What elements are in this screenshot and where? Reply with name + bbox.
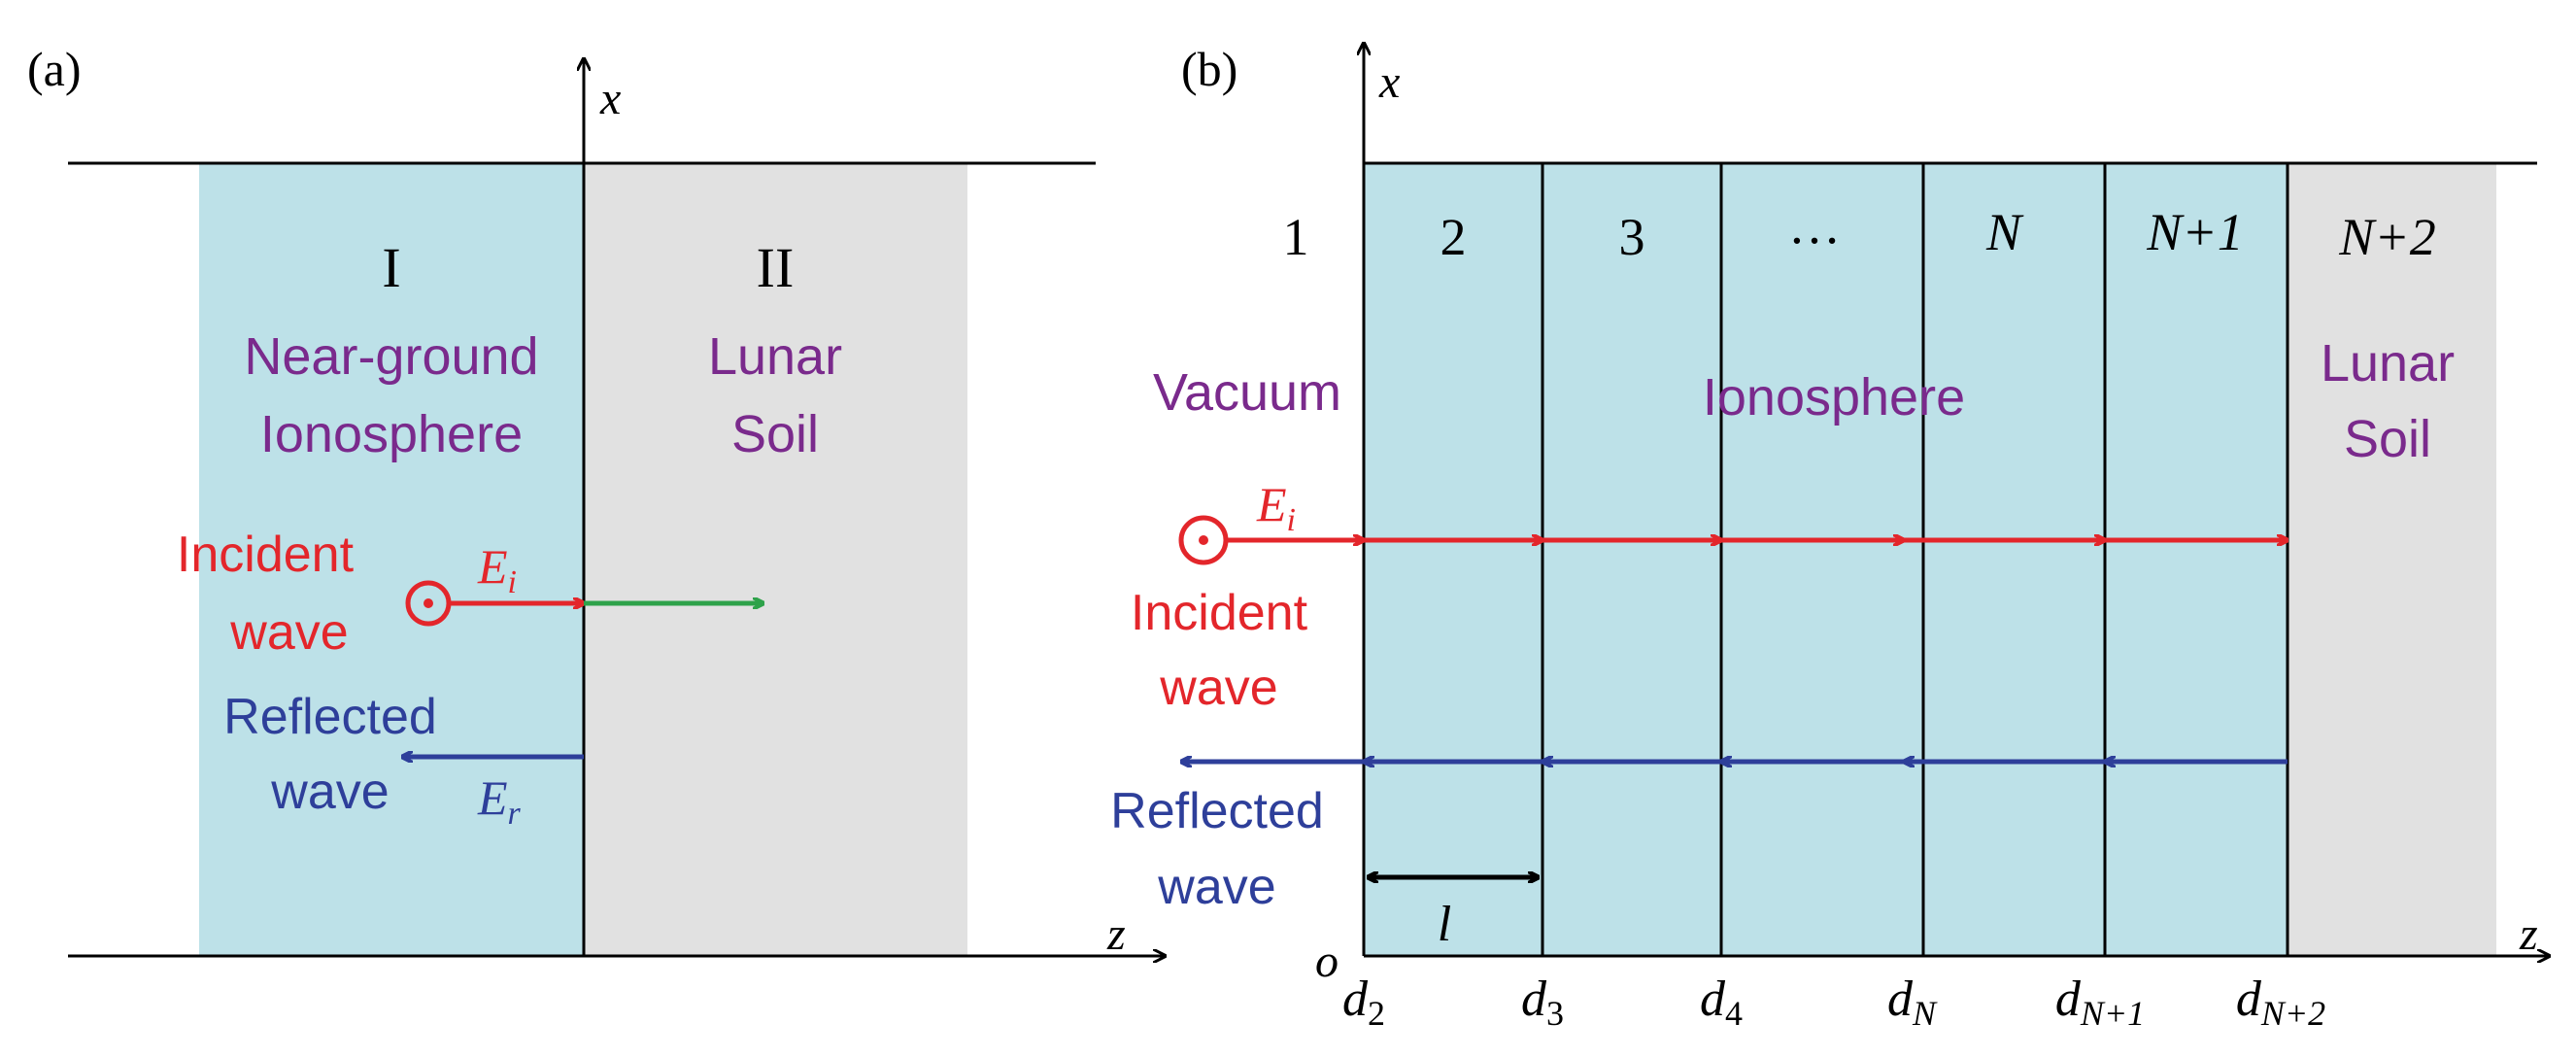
x-axis-label-a: x xyxy=(599,73,621,124)
reflected-field-label-a: Er xyxy=(477,770,522,832)
layer-number-1: 1 xyxy=(1283,208,1309,266)
boundary-label-dN1: dN+1 xyxy=(2055,972,2145,1033)
boundary-label-dN2: dN+2 xyxy=(2236,972,2325,1033)
incident-label-b-line1: Incident xyxy=(1131,585,1308,641)
out-of-plane-field-icon xyxy=(1178,515,1229,565)
region1-name-line2: Ionosphere xyxy=(260,405,523,463)
layer-number-N2: N+2 xyxy=(2338,208,2435,266)
x-axis-label-b: x xyxy=(1378,56,1400,108)
z-axis-label-b: z xyxy=(2519,908,2538,960)
boundary-label-d2: d2 xyxy=(1342,972,1385,1033)
incident-label-a-line2: wave xyxy=(229,604,348,661)
boundary-label-d3: d3 xyxy=(1521,972,1564,1033)
boundary-label-dN: dN xyxy=(1887,972,1938,1033)
region-ionosphere-b xyxy=(1364,163,2288,956)
region-soil-a xyxy=(584,163,967,956)
region1-name-line1: Near-ground xyxy=(244,327,538,386)
z-axis-label-a: z xyxy=(1106,908,1126,960)
layer-number-3: 3 xyxy=(1619,208,1645,266)
panel-b: (b) x z o 1 2 3 … N N+1 N+2 Vacuum Ionos… xyxy=(1110,42,2550,1033)
reflected-label-b-line1: Reflected xyxy=(1110,783,1324,839)
layer-number-2: 2 xyxy=(1441,208,1467,266)
region-numeral-1: I xyxy=(382,236,400,299)
incident-label-a-line1: Incident xyxy=(177,527,355,583)
layer-number-ellipsis: … xyxy=(1788,196,1841,255)
region-numeral-2: II xyxy=(757,236,795,299)
layer-number-N: N xyxy=(1985,203,2024,261)
region-ionosphere-a xyxy=(199,163,584,956)
region2-name-line2: Soil xyxy=(731,405,819,463)
ionosphere-label: Ionosphere xyxy=(1703,368,1965,426)
soil-label-b-line2: Soil xyxy=(2344,410,2431,468)
layer-number-N1: N+1 xyxy=(2146,203,2243,261)
thickness-label: l xyxy=(1438,897,1451,952)
incident-label-b-line2: wave xyxy=(1159,660,1277,716)
incident-field-label-a: Ei xyxy=(477,539,517,600)
vacuum-label: Vacuum xyxy=(1153,363,1341,422)
origin-label: o xyxy=(1315,936,1339,987)
incident-field-label-b: Ei xyxy=(1256,477,1296,538)
region2-name-line1: Lunar xyxy=(708,327,842,386)
boundary-label-d4: d4 xyxy=(1700,972,1743,1033)
panel-a: (a) x z I II Near-ground Ionosphere Luna… xyxy=(27,42,1166,960)
panel-b-label: (b) xyxy=(1181,42,1237,96)
panel-a-label: (a) xyxy=(27,42,82,96)
reflected-label-a-line1: Reflected xyxy=(223,689,437,745)
reflected-label-a-line2: wave xyxy=(270,764,389,820)
region-soil-b xyxy=(2288,163,2496,956)
soil-label-b-line1: Lunar xyxy=(2321,334,2455,392)
reflected-label-b-line2: wave xyxy=(1157,859,1275,915)
